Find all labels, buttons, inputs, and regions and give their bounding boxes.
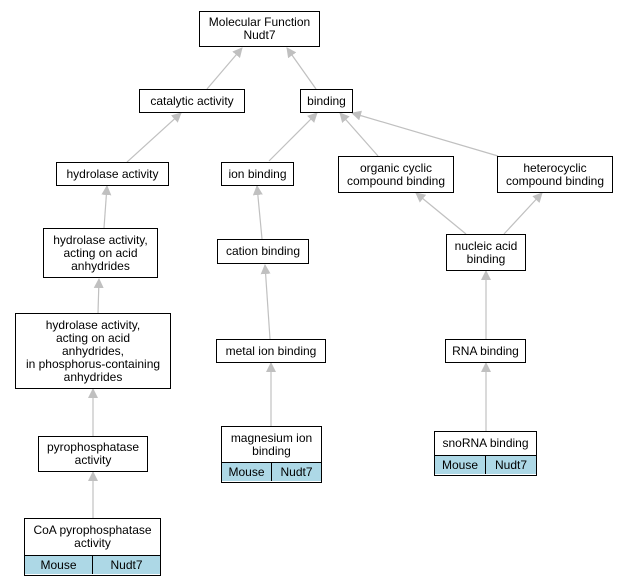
node-label: metal ion binding	[225, 343, 317, 358]
node-label: hydrolase activity, acting on acid anhyd…	[25, 317, 161, 384]
edge-nucleic-organic	[415, 192, 467, 235]
organism-tag[interactable]: Mouse	[40, 558, 77, 572]
edge-heterocyclic-binding	[351, 110, 499, 157]
node-cation-binding[interactable]: cation binding	[217, 239, 309, 264]
node-nucleic-acid-binding[interactable]: nucleic acid binding	[446, 234, 526, 271]
edge-nucleic-heterocyclic	[503, 192, 543, 235]
node-ion-binding[interactable]: ion binding	[221, 162, 294, 186]
gene-tag[interactable]: Nudt7	[485, 456, 536, 474]
node-metal-ion-binding[interactable]: metal ion binding	[216, 339, 326, 363]
node-label: cation binding	[225, 244, 301, 258]
gene-tag[interactable]: Nudt7	[271, 463, 321, 481]
organism-tag[interactable]: Mouse	[441, 458, 479, 472]
edge-cation-ionbinding	[252, 185, 263, 240]
node-label: RNA binding	[452, 343, 519, 358]
node-rna-binding[interactable]: RNA binding	[445, 339, 526, 363]
node-hydrolase-phosphorus-anhydrides[interactable]: hydrolase activity, acting on acid anhyd…	[15, 313, 171, 389]
node-label: binding	[307, 93, 346, 108]
node-heterocyclic-compound-binding[interactable]: heterocyclic compound binding	[497, 156, 613, 193]
node-label: magnesium ion binding	[230, 430, 313, 458]
gene-tag[interactable]: Nudt7	[92, 556, 160, 574]
node-label: ion binding	[228, 166, 287, 181]
node-label: nucleic acid binding	[454, 238, 518, 266]
node-label: organic cyclic compound binding	[346, 160, 446, 188]
edge-ionbinding-binding	[268, 112, 318, 162]
node-hydrolase-activity[interactable]: hydrolase activity	[56, 162, 169, 186]
node-catalytic-activity[interactable]: catalytic activity	[139, 89, 245, 113]
node-label: pyrophosphatase activity	[46, 440, 140, 467]
node-label: CoA pyrophosphatase activity	[33, 523, 152, 550]
edge-organic-binding	[339, 112, 379, 157]
node-label: catalytic activity	[150, 93, 234, 108]
node-coa-pyrophosphatase-activity[interactable]: CoA pyrophosphatase activity Mouse Nudt7	[24, 518, 161, 576]
organism-tag[interactable]: Mouse	[228, 465, 265, 479]
node-snorna-binding[interactable]: snoRNA binding Mouse Nudt7	[434, 431, 537, 476]
node-binding[interactable]: binding	[300, 89, 353, 113]
annotation-tags: Mouse Nudt7	[25, 555, 160, 574]
edge-metal-cation	[260, 264, 271, 340]
node-hydrolase-acid-anhydrides[interactable]: hydrolase activity, acting on acid anhyd…	[43, 228, 158, 278]
edge-binding-root	[286, 47, 317, 90]
edge-phosphorus-anhydrides	[93, 278, 104, 314]
node-label: Molecular Function Nudt7	[208, 15, 311, 42]
annotation-tags: Mouse Nudt7	[222, 462, 321, 481]
node-pyrophosphatase-activity[interactable]: pyrophosphatase activity	[38, 436, 148, 472]
node-organic-cyclic-compound-binding[interactable]: organic cyclic compound binding	[338, 156, 454, 193]
annotation-tags: Mouse Nudt7	[435, 455, 536, 474]
node-label: heterocyclic compound binding	[505, 160, 605, 188]
edge-anhydrides-hydrolase	[101, 185, 112, 229]
node-label: hydrolase activity, acting on acid anhyd…	[53, 232, 148, 273]
node-magnesium-ion-binding[interactable]: magnesium ion binding Mouse Nudt7	[221, 426, 322, 483]
node-molecular-function-root[interactable]: Molecular Function Nudt7	[199, 11, 320, 47]
node-label: snoRNA binding	[442, 436, 529, 450]
edge-hydrolase-catalytic	[126, 112, 182, 163]
node-label: hydrolase activity	[66, 166, 159, 181]
edge-catalytic-root	[206, 47, 243, 90]
